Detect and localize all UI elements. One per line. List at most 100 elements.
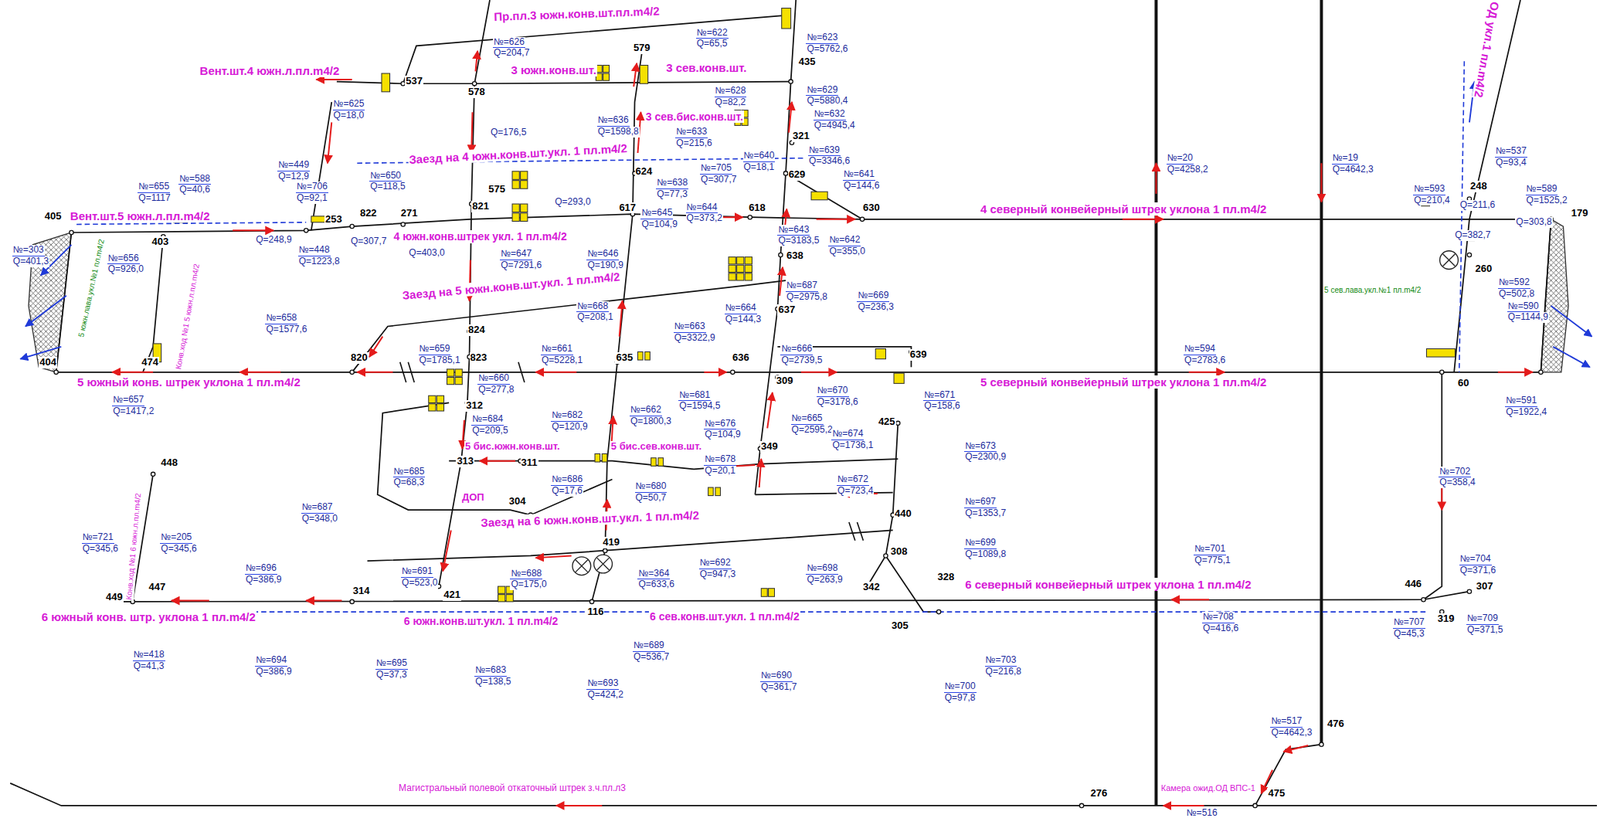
airway-line: [56, 371, 1542, 374]
node-number: 305: [890, 620, 910, 632]
air-flow-arrow: [479, 460, 516, 462]
airflow-value: Q=104,9: [703, 429, 741, 441]
airflow-value: Q=4258,2: [1166, 164, 1210, 176]
airway-number: №=696: [244, 563, 278, 575]
air-flow-arrow: [315, 78, 352, 81]
airflow-value: Q=50,7: [635, 492, 668, 504]
airflow-value: Q=120,9: [550, 421, 588, 433]
junction-point: [1253, 803, 1257, 808]
airway-number: №=689: [632, 640, 666, 653]
airway-number: №=636: [597, 115, 630, 127]
airway-number: №=691: [400, 566, 434, 578]
air-flow-arrow: [471, 112, 473, 153]
air-flow-arrow: [1122, 218, 1164, 221]
junction-point: [936, 609, 941, 614]
route-name: ОД укл.1 пл.m4/2: [1471, 0, 1502, 99]
node-number: 440: [893, 508, 913, 520]
route-name: Магистральный полевой откаточный штрек з…: [397, 783, 627, 795]
airway-line: [1540, 219, 1551, 373]
airway-number: №=625: [332, 98, 366, 111]
node-number: 349: [760, 441, 779, 453]
node-number: 276: [1090, 788, 1109, 800]
airflow-value: Q=523,0: [400, 577, 439, 589]
airway-number: №=687: [301, 502, 334, 514]
airway-number: №=698: [805, 563, 839, 575]
airway-number: №=640: [743, 150, 776, 163]
airway-number: №=704: [1459, 553, 1492, 566]
node-number: 313: [455, 455, 475, 468]
airway-number: №=697: [964, 496, 997, 509]
airflow-value: Q=216,8: [985, 666, 1023, 678]
route-name: Конв.ход №1 5 южн.л.пл.m4/2: [173, 262, 202, 371]
node-number: 579: [632, 42, 652, 55]
airflow-value: Q=1598,8: [597, 126, 640, 138]
junction-point: [603, 548, 608, 553]
node-number: 639: [909, 349, 928, 361]
node-number: 447: [148, 581, 167, 594]
airflow-value: Q=2300,9: [964, 451, 1007, 463]
node-number: 629: [788, 169, 807, 181]
airway-number: №=682: [550, 410, 584, 422]
airway-number: №=666: [780, 343, 813, 356]
airflow-value: Q=18,1: [743, 162, 776, 174]
route-name: Конв.ход №1 6 южн.л.пл.m4/2: [124, 492, 143, 602]
airflow-value: Q=361,7: [760, 682, 798, 693]
air-flow-arrow: [232, 229, 274, 231]
air-flow-arrow: [535, 371, 577, 374]
isolated-line: [76, 61, 1465, 612]
airflow-value: Q=371,6: [1459, 565, 1497, 577]
ventilation-door: [728, 257, 736, 265]
ventilation-door: [811, 191, 828, 201]
airway-number: №=706: [295, 181, 329, 194]
air-flow-arrow: [767, 392, 773, 429]
node-number: 824: [467, 324, 486, 337]
air-flow-arrow: [1154, 163, 1157, 194]
ventilation-door: [152, 8, 1475, 602]
node-number: 60: [1457, 377, 1470, 390]
junction-point: [1319, 742, 1324, 747]
air-flow-arrow: [556, 805, 602, 807]
hash-mark: [400, 362, 415, 383]
ventilation-door: [715, 487, 721, 496]
airflow-value: Q=1922,4: [1504, 407, 1548, 418]
airway-number: №=633: [675, 126, 708, 139]
airflow-value: Q=536,7: [632, 652, 670, 663]
route-name: 6 северный конвейерный штрек уклона 1 пл…: [964, 577, 1252, 592]
airway-number: №=659: [418, 343, 452, 356]
node-number: 820: [349, 352, 369, 364]
junction-point: [150, 472, 155, 476]
air-flow-arrow: [535, 555, 571, 558]
airway-line: [377, 402, 613, 515]
air-flow-arrow: [475, 50, 478, 72]
airway-number: №=664: [724, 302, 758, 315]
airway-line: [760, 458, 898, 465]
junction-point: [859, 217, 864, 221]
airflow-value: Q=382,7: [1453, 230, 1492, 242]
airway-number: №=674: [831, 428, 864, 441]
airflow-value: Q=93,4: [1494, 157, 1528, 169]
junction-point: [349, 224, 354, 228]
ventilation-door: [768, 588, 775, 598]
airway-number: №=19: [1331, 152, 1359, 165]
airflow-value: Q=236,3: [856, 302, 894, 313]
face-name: 5 южн.лава.укл.№1 пл.m4/2: [76, 237, 107, 340]
airway-line: [754, 0, 796, 495]
ventilation-door: [311, 216, 326, 223]
airway-number: №=626: [492, 37, 526, 49]
airflow-value: Q=2783,6: [1183, 355, 1227, 367]
ventilation-door: [512, 203, 520, 213]
air-flow-arrow: [112, 371, 153, 374]
airway-line: [885, 555, 939, 612]
fan-symbol: [572, 251, 1458, 576]
air-flow-arrow: [305, 600, 342, 602]
junction-point: [589, 599, 594, 604]
node-number: 405: [44, 210, 63, 223]
fan-symbol: [572, 557, 592, 576]
airflow-value: Q=37,3: [375, 669, 408, 681]
airflow-value: Q=502,8: [1498, 288, 1536, 300]
airway-number: №=622: [696, 27, 729, 40]
ventilation-door: [498, 594, 506, 602]
ventilation-door: [744, 273, 752, 281]
node-number: 537: [404, 75, 424, 88]
